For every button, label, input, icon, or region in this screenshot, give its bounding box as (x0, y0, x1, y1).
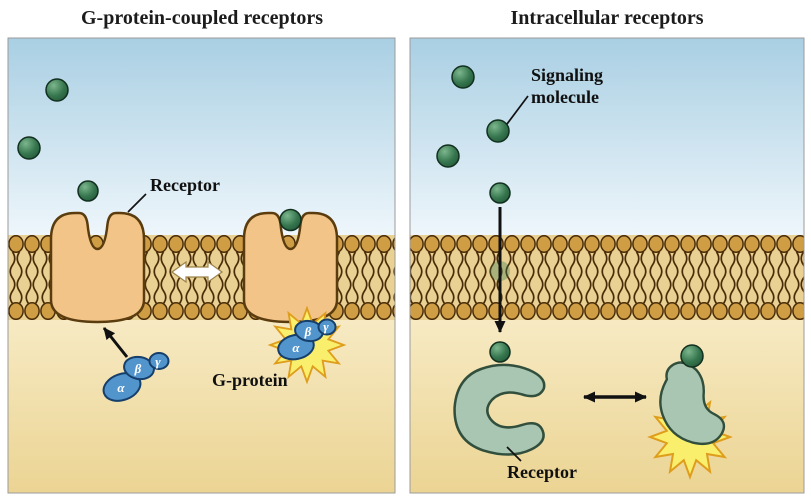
signaling-molecule-label-line2: molecule (531, 87, 599, 107)
g-protein-beta-subunit (123, 355, 155, 381)
g-protein-gamma-subunit (317, 318, 337, 336)
g-protein-label: G-protein (212, 370, 288, 390)
right-plasma-membrane (410, 235, 804, 320)
signaling-molecule (451, 65, 475, 89)
right-panel-border (409, 37, 805, 494)
gamma-label: γ (155, 354, 161, 369)
receptor-label-right: Receptor (507, 462, 577, 482)
alpha-label: α (117, 380, 125, 395)
signaling-molecule (436, 144, 460, 168)
bound-signaling-molecule (279, 208, 302, 232)
beta-label: β (304, 324, 312, 339)
g-protein-activated (277, 318, 337, 361)
receptor-leader-line (127, 193, 147, 213)
signaling-molecule (486, 119, 510, 143)
right-extracellular-region (410, 38, 804, 235)
g-protein-free (102, 352, 170, 402)
beta-label: β (134, 361, 142, 376)
receptor-label-left: Receptor (150, 175, 220, 195)
left-panel-border (7, 37, 396, 494)
intracellular-receptor-inactive (453, 363, 546, 456)
signaling-molecule (45, 78, 69, 102)
g-protein-binding-arrow (102, 327, 129, 358)
g-protein-gamma-subunit (148, 352, 170, 370)
bound-signaling-molecule (680, 344, 704, 368)
receptor-leader-line (506, 446, 522, 462)
right-panel-title: Intracellular receptors (510, 7, 703, 29)
signaling-molecule (489, 182, 511, 204)
membrane-shuttle-arrow (170, 260, 224, 284)
left-extracellular-region (8, 38, 395, 235)
left-panel-title: G-protein-coupled receptors (81, 7, 323, 29)
alpha-label: α (292, 340, 300, 355)
signaling-molecule-leader-line (506, 95, 529, 125)
signaling-molecule (17, 136, 41, 160)
g-protein-alpha-subunit (102, 372, 142, 402)
gamma-label: γ (323, 319, 329, 334)
intracellular-receptor-active (659, 361, 726, 446)
signaling-molecule (77, 180, 99, 202)
signaling-molecule-label-line1: Signaling (531, 65, 603, 85)
signaling-molecule-intracellular (489, 341, 511, 363)
